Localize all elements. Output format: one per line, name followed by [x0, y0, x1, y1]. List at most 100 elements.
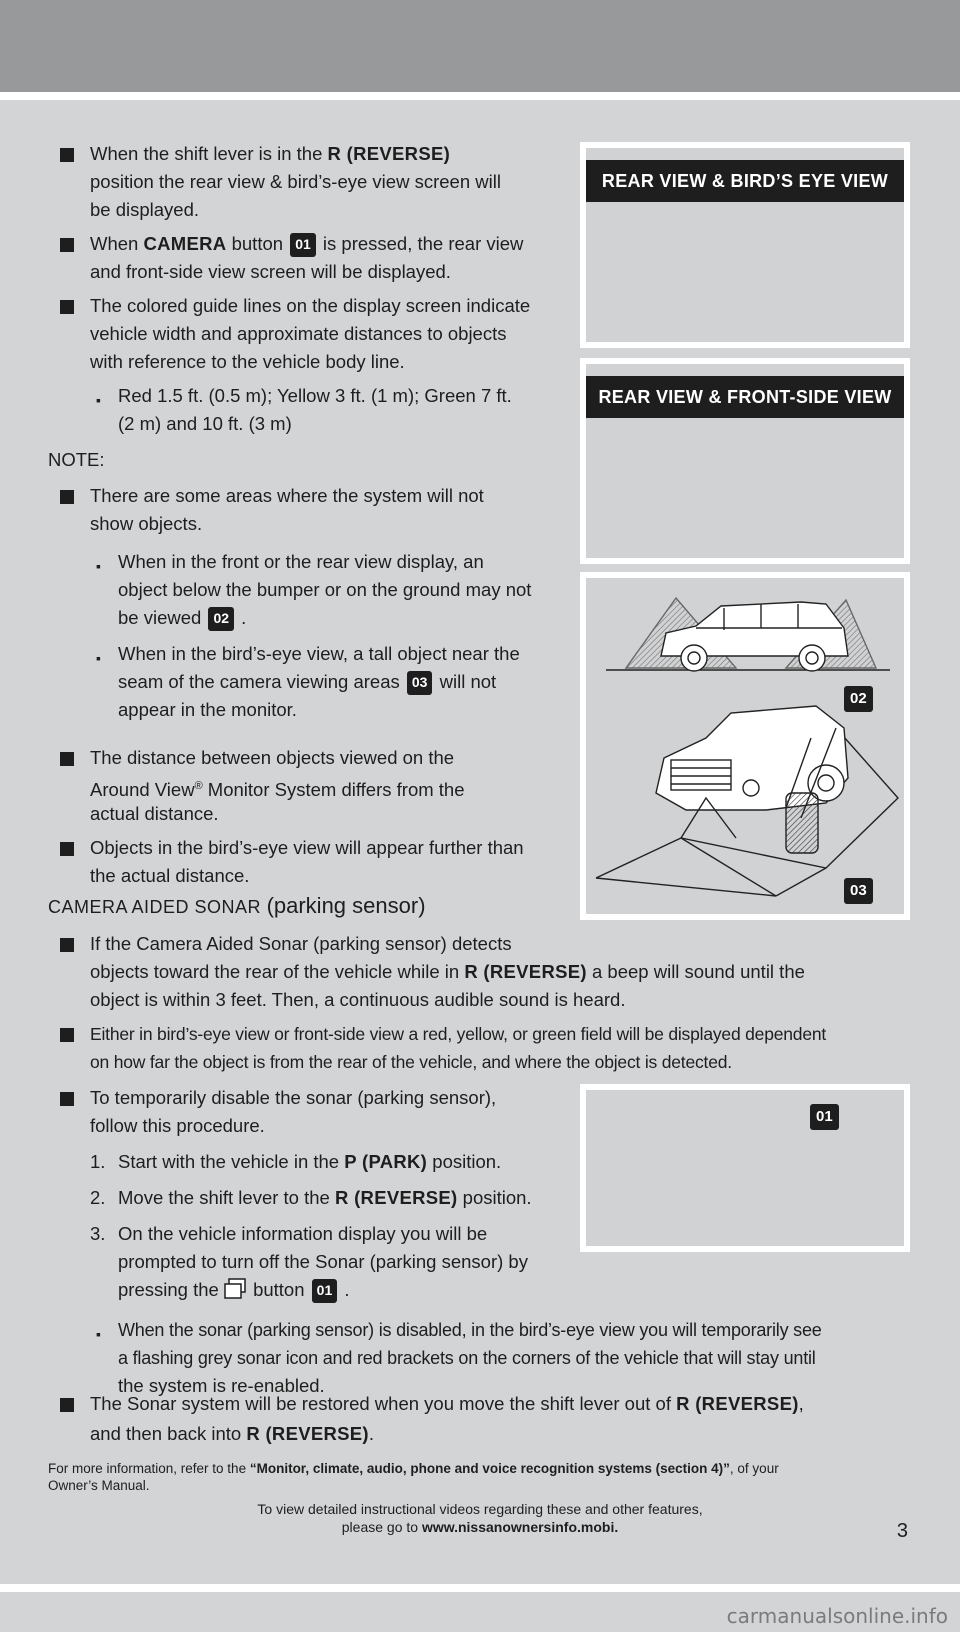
sub-bullet-line: appear in the monitor.	[118, 699, 297, 720]
bullet-line: object is within 3 feet. Then, a continu…	[90, 989, 626, 1010]
callout-02: 02	[844, 686, 873, 712]
bullet-square	[60, 842, 74, 856]
text: and then back into	[90, 1423, 247, 1444]
callout-badge: 01	[290, 233, 316, 258]
text: objects toward the rear of the vehicle w…	[90, 961, 465, 982]
sub-bullet-line: When in the bird’s-eye view, a tall obje…	[118, 643, 520, 664]
header-divider	[0, 92, 960, 100]
bullet-line: There are some areas where the system wi…	[90, 485, 484, 506]
sub-bullet-line: Red 1.5 ft. (0.5 m); Yellow 3 ft. (1 m);…	[118, 385, 512, 406]
bullet-line: When CAMERA button 01 is pressed, the re…	[90, 230, 523, 258]
manual-reference: For more information, refer to the “Moni…	[48, 1460, 918, 1494]
bullet-square	[60, 148, 74, 162]
step-number: 1.	[90, 1151, 106, 1172]
panel-title: REAR VIEW & BIRD’S EYE VIEW	[586, 160, 904, 202]
sub-bullet-line: be viewed 02 .	[118, 604, 246, 632]
text: Monitor System differs from the	[202, 779, 465, 801]
panel-screen: REAR VIEW & FRONT-SIDE VIEW	[586, 364, 904, 558]
bullet-square	[60, 238, 74, 252]
text: Move the shift lever to the	[118, 1187, 335, 1208]
website-link[interactable]: www.nissanownersinfo.mobi.	[421, 1519, 619, 1535]
bold-text: R (REVERSE)	[246, 1423, 369, 1444]
sub-bullet-line: a flashing grey sonar icon and red brack…	[118, 1348, 816, 1368]
angled-view-vehicle	[595, 705, 899, 897]
bullet-line: on how far the object is from the rear o…	[90, 1052, 732, 1072]
bullet-line: The distance between objects viewed on t…	[90, 747, 455, 768]
rear-front-side-panel: REAR VIEW & FRONT-SIDE VIEW	[580, 358, 910, 564]
step-number: 2.	[90, 1187, 106, 1208]
reference-line: For more information, refer to the “Moni…	[48, 1460, 918, 1477]
bullet-line: The Sonar system will be restored when y…	[90, 1390, 804, 1418]
bullet-line: To temporarily disable the sonar (parkin…	[90, 1087, 497, 1108]
bold-text: “Monitor, climate, audio, phone and voic…	[249, 1461, 730, 1476]
text: ,	[798, 1393, 804, 1414]
reference-line: Owner’s Manual.	[48, 1478, 150, 1493]
text: .	[339, 1279, 350, 1300]
registered-mark: ®	[194, 780, 203, 792]
bullet-line: The colored guide lines on the display s…	[90, 295, 531, 316]
step-line: On the vehicle information display you w…	[118, 1223, 488, 1244]
bold-text: CAMERA	[143, 233, 227, 254]
bullet-square	[60, 938, 74, 952]
callout-01: 01	[810, 1104, 839, 1130]
video-info-line: please go to www.nissanownersinfo.mobi.	[180, 1518, 780, 1536]
text: Around View	[90, 779, 195, 801]
text: , of your	[729, 1461, 779, 1476]
text: button	[247, 1279, 310, 1300]
display-button-icon	[224, 1278, 246, 1299]
bold-text: P (PARK)	[344, 1151, 428, 1172]
heading-caps: CAMERA AIDED SONAR	[48, 897, 267, 917]
bullet-line: and front-side view screen will be displ…	[90, 261, 451, 282]
callout-badge: 02	[208, 607, 235, 632]
footer-divider	[0, 1584, 960, 1592]
bullet-line: and then back into R (REVERSE).	[90, 1420, 374, 1448]
text: The Sonar system will be restored when y…	[90, 1393, 677, 1414]
bullet-square	[60, 1092, 74, 1106]
sub-bullet-line: (2 m) and 10 ft. (3 m)	[118, 413, 292, 434]
step-line: pressing the button 01 .	[118, 1276, 350, 1304]
footer-band	[0, 1592, 960, 1632]
callout-03: 03	[844, 878, 873, 904]
bullet-line: actual distance.	[90, 803, 219, 824]
vehicle-diagram	[595, 596, 899, 897]
sub-bullet-dot: ▪	[96, 650, 101, 666]
bullet-line: If the Camera Aided Sonar (parking senso…	[90, 933, 512, 954]
sub-bullet-line: seam of the camera viewing areas 03 will…	[118, 668, 496, 696]
bold-text: R (REVERSE)	[327, 143, 451, 164]
video-info: To view detailed instructional videos re…	[180, 1500, 780, 1536]
bullet-square	[60, 752, 74, 766]
bold-text: R (REVERSE)	[676, 1393, 799, 1414]
panel-screen: REAR VIEW & BIRD’S EYE VIEW	[586, 148, 904, 342]
bullet-square	[60, 1028, 74, 1042]
bullet-line: with reference to the vehicle body line.	[90, 351, 405, 372]
bullet-square	[60, 490, 74, 504]
text: button	[226, 233, 289, 254]
text: be viewed	[118, 607, 207, 628]
panel-screen: 01	[586, 1090, 904, 1246]
text: seam of the camera viewing areas	[118, 671, 405, 692]
bullet-line: show objects.	[90, 513, 203, 534]
text: will not	[434, 671, 497, 692]
bullet-square	[60, 1398, 74, 1412]
note-label: NOTE:	[48, 449, 105, 470]
bullet-line: Around View® Monitor System differs from…	[90, 772, 465, 804]
heading-paren: (parking sensor)	[266, 893, 426, 918]
sub-bullet-line: object below the bumper or on the ground…	[118, 579, 532, 600]
bold-text: R (REVERSE)	[334, 1187, 458, 1208]
text: position.	[457, 1187, 532, 1208]
video-info-line: To view detailed instructional videos re…	[257, 1501, 703, 1517]
side-view-vehicle	[606, 596, 890, 672]
bullet-line: Either in bird’s-eye view or front-side …	[90, 1024, 827, 1044]
text: When the shift lever is in the	[90, 143, 328, 164]
page-number: 3	[896, 1520, 908, 1542]
text: pressing the	[118, 1279, 224, 1300]
bullet-line: Objects in the bird’s-eye view will appe…	[90, 837, 524, 858]
text: .	[368, 1423, 375, 1444]
bullet-line: follow this procedure.	[90, 1115, 265, 1136]
text: Start with the vehicle in the	[118, 1151, 345, 1172]
text: For more information, refer to the	[48, 1461, 250, 1476]
sub-bullet-dot: ▪	[96, 1326, 101, 1342]
panel-title: REAR VIEW & FRONT-SIDE VIEW	[586, 376, 904, 418]
bullet-line: position the rear view & bird’s-eye view…	[90, 171, 501, 192]
header-band	[0, 0, 960, 92]
